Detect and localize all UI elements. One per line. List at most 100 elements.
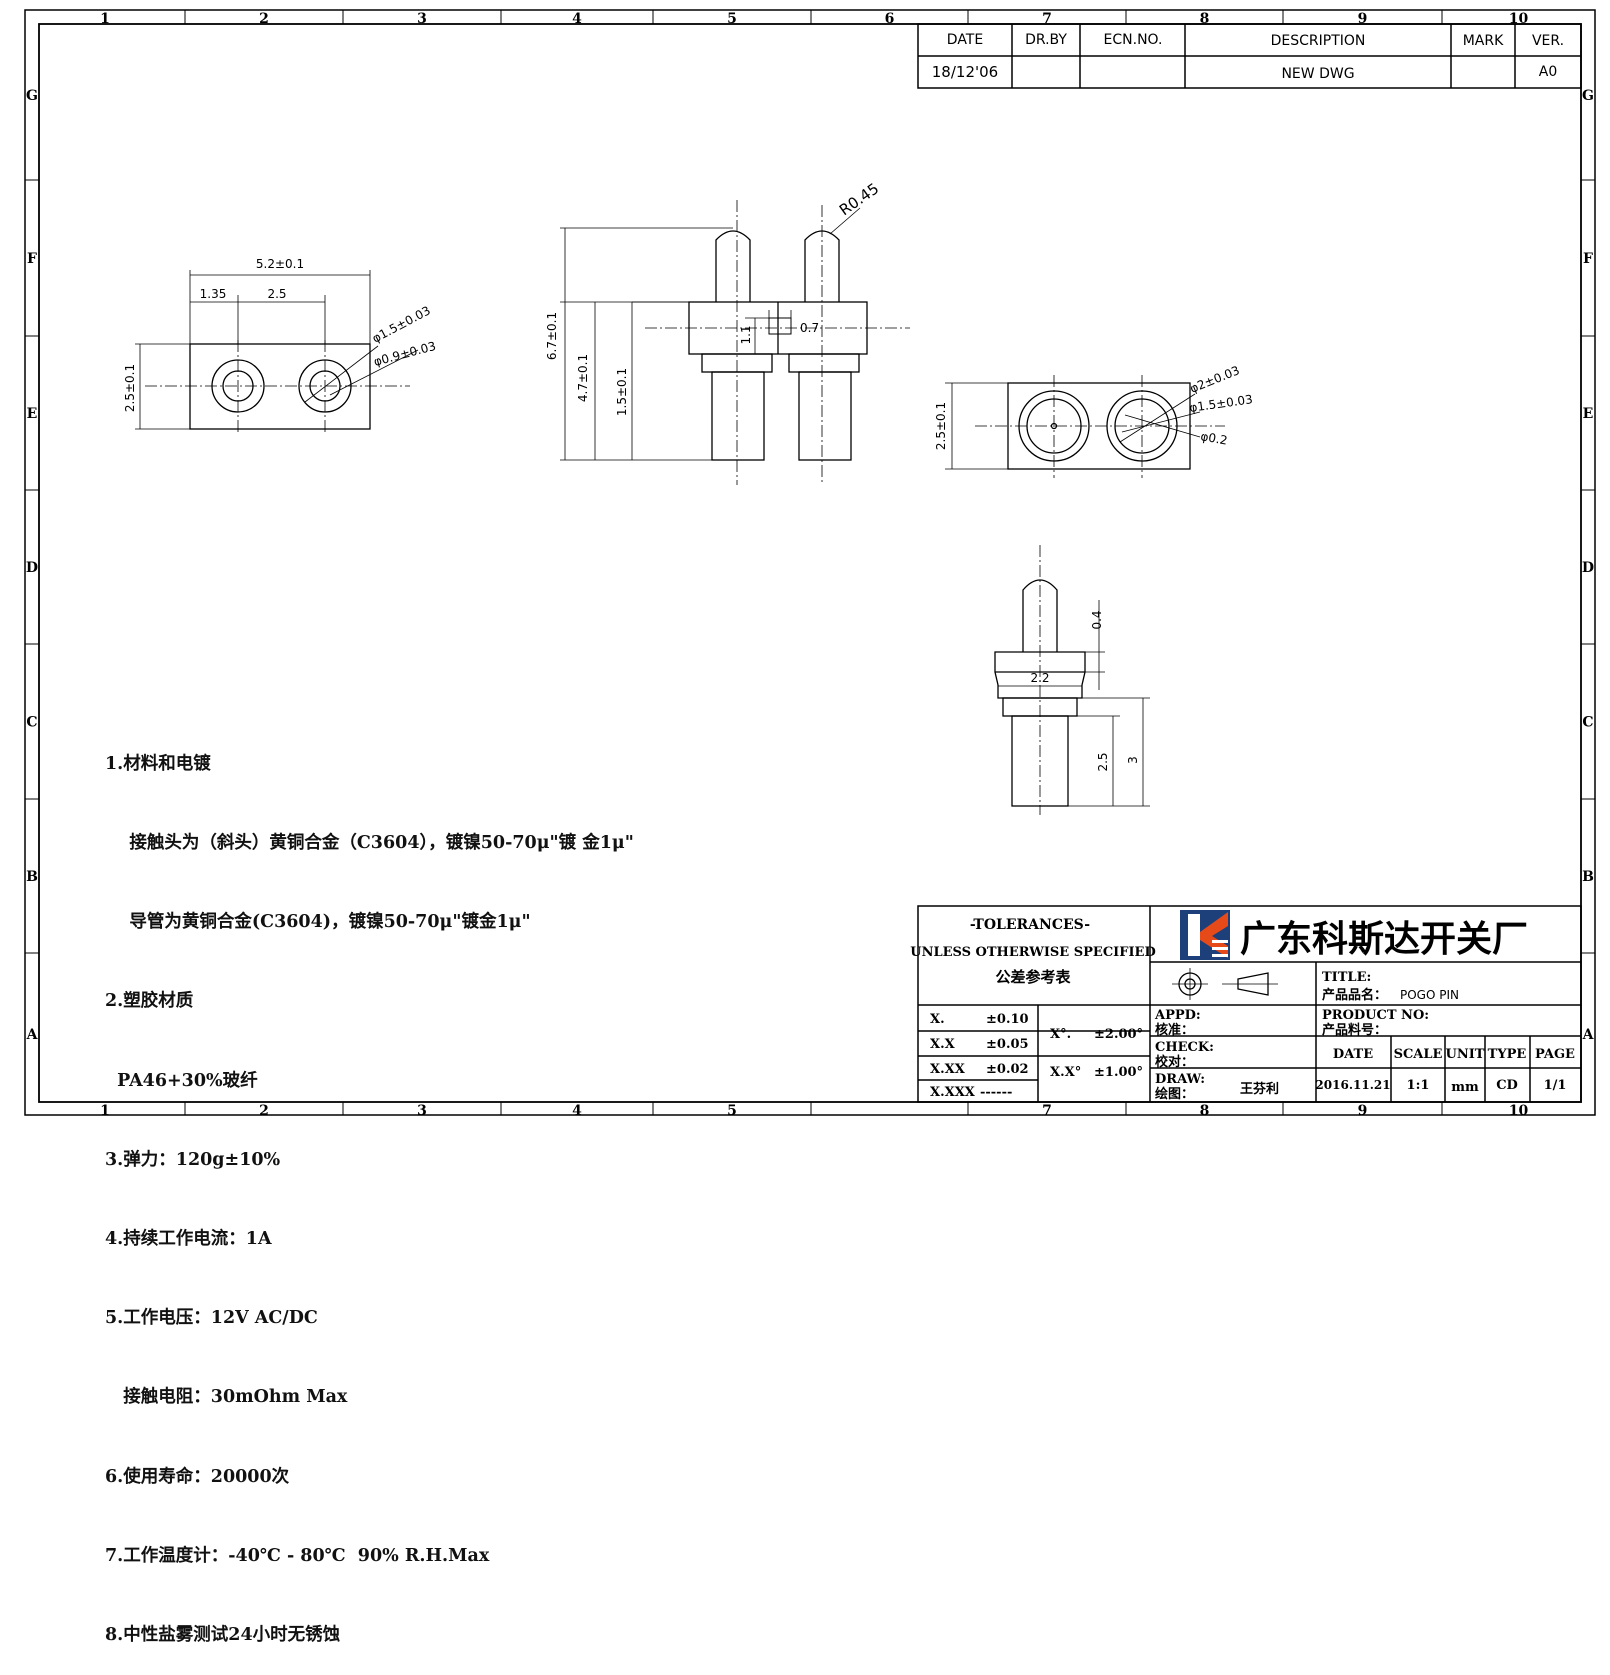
- dim-total-height: 6.7±0.1: [545, 312, 559, 360]
- product-name: POGO PIN: [1400, 988, 1459, 1002]
- column-label: 10: [1509, 11, 1529, 27]
- end-view: [945, 375, 1225, 478]
- dim-3: 3: [1126, 756, 1140, 764]
- note-line: 7.工作温度计：-40℃ - 80℃ 90% R.H.Max: [105, 1545, 490, 1566]
- column-label: 6: [885, 11, 895, 27]
- dim-step-height: 1.1: [739, 325, 753, 344]
- draw-cn: 绘图：: [1155, 1086, 1194, 1102]
- revision-table: [917, 23, 1582, 89]
- info-header-scale: SCALE: [1394, 1047, 1443, 1062]
- rev-header-mark: MARK: [1463, 33, 1504, 49]
- projection-symbol: [1172, 968, 1278, 1000]
- company-logo: [1180, 910, 1230, 960]
- row-label-left: B: [26, 869, 38, 885]
- info-scale: 1:1: [1407, 1078, 1430, 1093]
- top-view: [135, 270, 419, 432]
- column-label: 8: [1200, 11, 1210, 27]
- column-label-bottom: 4: [572, 1103, 582, 1119]
- dim-height-left: 2.5±0.1: [123, 364, 137, 412]
- column-label: 1: [100, 11, 110, 27]
- row-label-right: D: [1582, 560, 1594, 576]
- note-line: 1.材料和电镀: [105, 753, 211, 774]
- rev-description: NEW DWG: [1281, 66, 1354, 82]
- info-page: 1/1: [1544, 1078, 1567, 1093]
- tol-key-3: X.XX: [930, 1062, 966, 1077]
- tol-key-4: X.XXX: [930, 1085, 976, 1100]
- info-type: CD: [1496, 1078, 1518, 1093]
- tolerances-cn: 公差参考表: [995, 968, 1071, 986]
- row-label-right: A: [1582, 1027, 1595, 1043]
- info-date: 2016.11.21: [1315, 1078, 1390, 1092]
- row-label-right: C: [1582, 715, 1593, 731]
- column-label: 4: [572, 11, 582, 27]
- column-label: 3: [417, 11, 427, 27]
- drawer-name: 王芬利: [1240, 1081, 1279, 1097]
- draw-label: DRAW:: [1155, 1072, 1205, 1087]
- column-label-bottom: 5: [727, 1103, 737, 1119]
- dim-tube-height: 1.5±0.1: [615, 368, 629, 416]
- rev-header-date: DATE: [947, 32, 983, 48]
- info-unit: mm: [1451, 1080, 1479, 1095]
- dim-0-4: 0.4: [1090, 610, 1104, 629]
- note-line: 5.工作电压：12V AC/DC: [105, 1308, 318, 1329]
- inner-frame: [38, 23, 1582, 1103]
- dim-phi-outer: φ1.5±0.03: [370, 303, 433, 345]
- rev-date: 18/12'06: [932, 63, 998, 81]
- row-label-left: C: [26, 715, 37, 731]
- dim-phi-big: φ2±0.03: [1188, 363, 1242, 396]
- appd-cn: 核准：: [1155, 1022, 1194, 1038]
- row-label-left: A: [26, 1027, 39, 1043]
- note-line: 2.塑胶材质: [105, 991, 194, 1012]
- rev-header-description: DESCRIPTION: [1271, 33, 1366, 49]
- note-line: 接触电阻：30mOhm Max: [105, 1387, 348, 1408]
- tolerances-subtitle: UNLESS OTHERWISE SPECIFIED: [910, 945, 1156, 960]
- tolerances-title: -TOLERANCES-: [970, 917, 1090, 933]
- tol-val-3: ±0.02: [986, 1062, 1029, 1077]
- column-label: 9: [1358, 11, 1368, 27]
- rev-header-ver: VER.: [1532, 33, 1564, 49]
- detail-view: [994, 545, 1150, 815]
- rev-ver: A0: [1539, 64, 1557, 80]
- dim-2-5-detail: 2.5: [1096, 752, 1110, 771]
- row-label-right: B: [1582, 869, 1594, 885]
- dim-phi-small: φ0.2: [1199, 429, 1228, 447]
- product-name-label: 产品品名：: [1322, 987, 1387, 1003]
- column-label-bottom: 2: [259, 1103, 269, 1119]
- column-label-bottom: 1: [100, 1103, 110, 1119]
- dim-height-end: 2.5±0.1: [934, 402, 948, 450]
- note-line: 接触头为（斜头）黄铜合金（C3604），镀镍50-70μ"镀 金1μ": [105, 833, 634, 854]
- tol-key-2: X.X: [930, 1037, 956, 1052]
- column-label-bottom: 8: [1200, 1103, 1210, 1119]
- angle-key-2: X.X°: [1050, 1065, 1081, 1080]
- dim-1-35: 1.35: [200, 287, 227, 301]
- dim-2-2: 2.2: [1030, 671, 1049, 685]
- dim-overall-width: 5.2±0.1: [256, 257, 304, 271]
- info-header-page: PAGE: [1535, 1047, 1575, 1062]
- dim-gap-width: 0.7: [800, 321, 819, 335]
- product-no-label: PRODUCT NO:: [1322, 1008, 1429, 1023]
- info-header-type: TYPE: [1488, 1047, 1527, 1062]
- outer-frame: [24, 9, 1596, 1116]
- title-block: [917, 905, 1582, 1103]
- info-header-date: DATE: [1333, 1047, 1373, 1062]
- row-label-left: E: [27, 406, 38, 422]
- angle-val-1: ±2.00°: [1094, 1027, 1143, 1042]
- column-label-bottom: 7: [1042, 1103, 1052, 1119]
- row-label-right: F: [1583, 251, 1593, 267]
- dim-2-5: 2.5: [267, 287, 286, 301]
- column-label-bottom: 10: [1509, 1103, 1529, 1119]
- info-header-unit: UNIT: [1446, 1047, 1485, 1062]
- angle-key-1: X°.: [1050, 1027, 1071, 1042]
- note-line: PA46+30%玻纤: [105, 1070, 258, 1091]
- column-label-bottom: 3: [417, 1103, 427, 1119]
- dim-body-height: 4.7±0.1: [576, 354, 590, 402]
- note-line: 导管为黄铜合金(C3604)，镀镍50-70μ"镀金1μ": [105, 912, 531, 933]
- dim-radius: R0.45: [836, 179, 882, 219]
- column-label: 2: [259, 11, 269, 27]
- row-label-right: E: [1583, 406, 1594, 422]
- company-name: 广东科斯达开关厂: [1240, 918, 1528, 960]
- note-line: 3.弹力：120g±10%: [105, 1149, 281, 1170]
- dim-phi-inner: φ0.9±0.03: [372, 339, 437, 369]
- check-cn: 校对：: [1155, 1054, 1194, 1070]
